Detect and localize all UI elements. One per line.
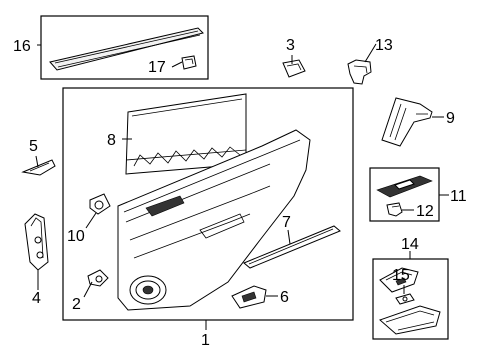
part-11-switch-panel bbox=[376, 175, 433, 198]
callout-17: 17 bbox=[148, 59, 166, 76]
callout-6: 6 bbox=[280, 289, 289, 306]
part-5-trim-piece bbox=[21, 159, 56, 176]
group-box-16 bbox=[40, 15, 209, 80]
part-14-switch-upper bbox=[379, 267, 419, 293]
callout-1: 1 bbox=[201, 332, 210, 349]
part-6-switch-bezel bbox=[231, 285, 267, 309]
callout-11: 11 bbox=[450, 188, 467, 205]
part-3-retainer bbox=[282, 59, 306, 78]
part-2-clip bbox=[87, 269, 109, 287]
callout-16: 16 bbox=[13, 38, 31, 55]
callout-15: 15 bbox=[392, 267, 410, 284]
part-16-weatherstrip bbox=[49, 27, 204, 71]
callout-5: 5 bbox=[29, 138, 38, 155]
part-4-bracket bbox=[24, 213, 49, 271]
part-17-clip bbox=[181, 55, 197, 70]
group-box-1 bbox=[62, 87, 354, 321]
callout-8: 8 bbox=[107, 132, 116, 149]
callout-3: 3 bbox=[286, 37, 295, 54]
part-13-bracket bbox=[347, 59, 372, 85]
callout-13: 13 bbox=[375, 37, 393, 54]
part-12-clip bbox=[386, 202, 403, 217]
callout-4: 4 bbox=[32, 290, 41, 307]
part-10-fastener bbox=[89, 193, 111, 215]
callout-7: 7 bbox=[282, 214, 291, 231]
part-1-door-trim-panel bbox=[117, 129, 311, 311]
part-7-trim-strip bbox=[243, 225, 341, 269]
callout-14: 14 bbox=[401, 236, 419, 253]
part-15-switch-knob bbox=[395, 293, 415, 305]
callout-9: 9 bbox=[446, 110, 455, 127]
callout-10: 10 bbox=[67, 228, 85, 245]
leader-lines bbox=[35, 43, 449, 330]
part-9-handle-bezel bbox=[381, 97, 433, 147]
callout-2: 2 bbox=[72, 296, 81, 313]
callout-12: 12 bbox=[416, 203, 434, 220]
part-14-switch-lower bbox=[379, 305, 441, 335]
